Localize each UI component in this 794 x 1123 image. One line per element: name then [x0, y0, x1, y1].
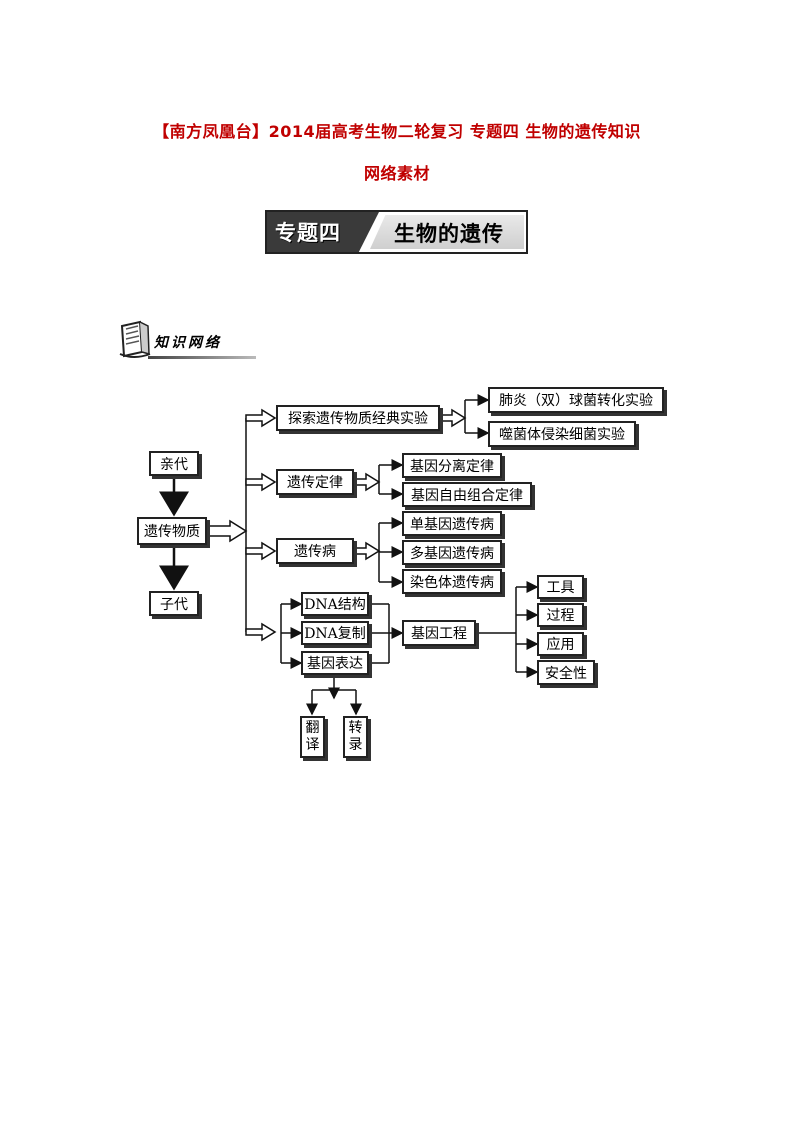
- box-genetic-engineering: 基因工程: [402, 620, 476, 646]
- section-header: 知识网络: [118, 320, 258, 362]
- box-exp-pneumococcus: 肺炎（双）球菌转化实验: [488, 387, 664, 413]
- banner-left: 专题四: [267, 212, 379, 252]
- box-offspring: 子代: [149, 591, 199, 616]
- banner-right: 生物的遗传: [370, 215, 524, 249]
- box-dna-replication: DNA复制: [301, 621, 369, 645]
- box-exp-phage: 噬菌体侵染细菌实验: [488, 421, 636, 447]
- box-genetic-material: 遗传物质: [137, 517, 207, 545]
- box-ge-process: 过程: [537, 603, 584, 627]
- box-gene-expression: 基因表达: [301, 651, 369, 675]
- box-dna-structure: DNA结构: [301, 592, 369, 616]
- document-title-line2: 网络素材: [363, 164, 430, 183]
- box-ge-application: 应用: [537, 632, 584, 656]
- box-law-segregation: 基因分离定律: [402, 453, 502, 478]
- translation-char-1: 翻: [305, 720, 320, 736]
- section-label: 知识网络: [154, 335, 222, 351]
- box-disease-single: 单基因遗传病: [402, 511, 502, 536]
- document-title-line1: 【南方凤凰台】2014届高考生物二轮复习 专题四 生物的遗传知识: [153, 122, 641, 141]
- box-translation: 翻 译: [300, 716, 325, 758]
- box-law-independent: 基因自由组合定律: [402, 482, 532, 507]
- banner-right-text: 生物的遗传: [394, 222, 504, 246]
- box-genetic-laws: 遗传定律: [276, 469, 354, 495]
- box-disease-chromosome: 染色体遗传病: [402, 569, 502, 594]
- chapter-banner: 专题四 生物的遗传: [265, 210, 528, 254]
- box-ge-tools: 工具: [537, 575, 584, 599]
- box-classic-experiments: 探索遗传物质经典实验: [276, 405, 440, 431]
- box-ge-safety: 安全性: [537, 660, 595, 685]
- box-genetic-disease: 遗传病: [276, 538, 354, 564]
- box-parent: 亲代: [149, 451, 199, 476]
- box-disease-multi: 多基因遗传病: [402, 540, 502, 565]
- banner-left-text: 专题四: [275, 221, 341, 245]
- book-icon: [119, 320, 151, 358]
- transcription-char-1: 转: [348, 720, 363, 736]
- section-underline: [148, 356, 256, 359]
- box-transcription: 转 录: [343, 716, 368, 758]
- translation-char-2: 译: [305, 737, 320, 753]
- transcription-char-2: 录: [348, 737, 363, 753]
